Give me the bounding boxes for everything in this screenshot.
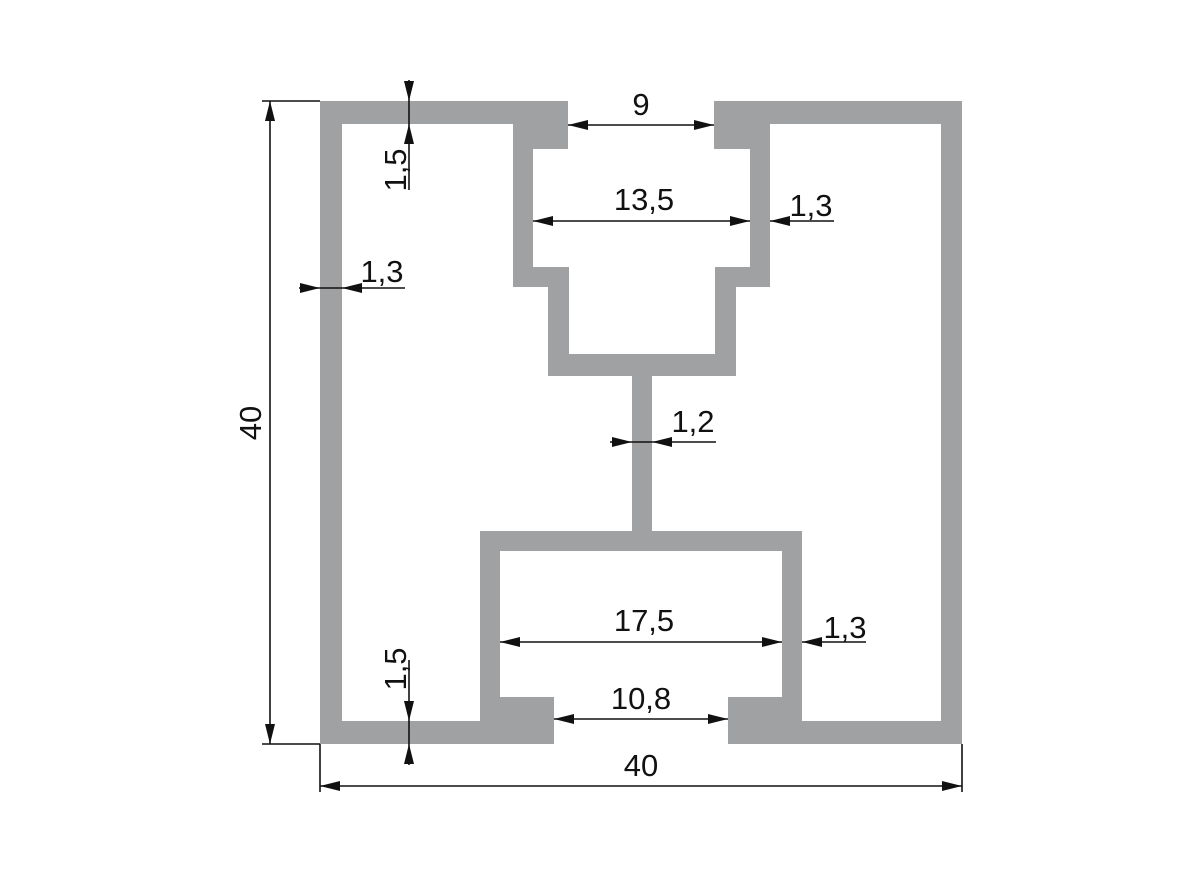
label-center-web-thickness: 1,2 (671, 404, 714, 439)
label-top-slot-opening: 9 (632, 87, 649, 122)
label-top-channel-wall: 1,3 (789, 188, 832, 223)
label-bottom-wall-thickness: 1,5 (378, 647, 413, 690)
dimension-labels: 40 40 9 13,5 1,3 1,5 1,3 1,2 17,5 1,3 1,… (233, 87, 867, 783)
label-overall-height: 40 (233, 406, 268, 440)
label-bottom-channel-wall: 1,3 (823, 610, 866, 645)
profile-section (320, 101, 962, 744)
label-overall-width: 40 (624, 748, 658, 783)
profile-bottom-right-lip (728, 697, 802, 744)
dimension-lines (262, 80, 963, 792)
profile-center-web (632, 374, 652, 534)
label-top-wall-thickness: 1,5 (378, 148, 413, 191)
label-bottom-slot-opening: 10,8 (611, 681, 671, 716)
profile-top-channel (513, 124, 770, 376)
label-top-channel-width: 13,5 (614, 182, 674, 217)
profile-bottom-left-lip (480, 697, 554, 744)
label-bottom-channel-width: 17,5 (614, 603, 674, 638)
label-left-wall-thickness: 1,3 (360, 254, 403, 289)
